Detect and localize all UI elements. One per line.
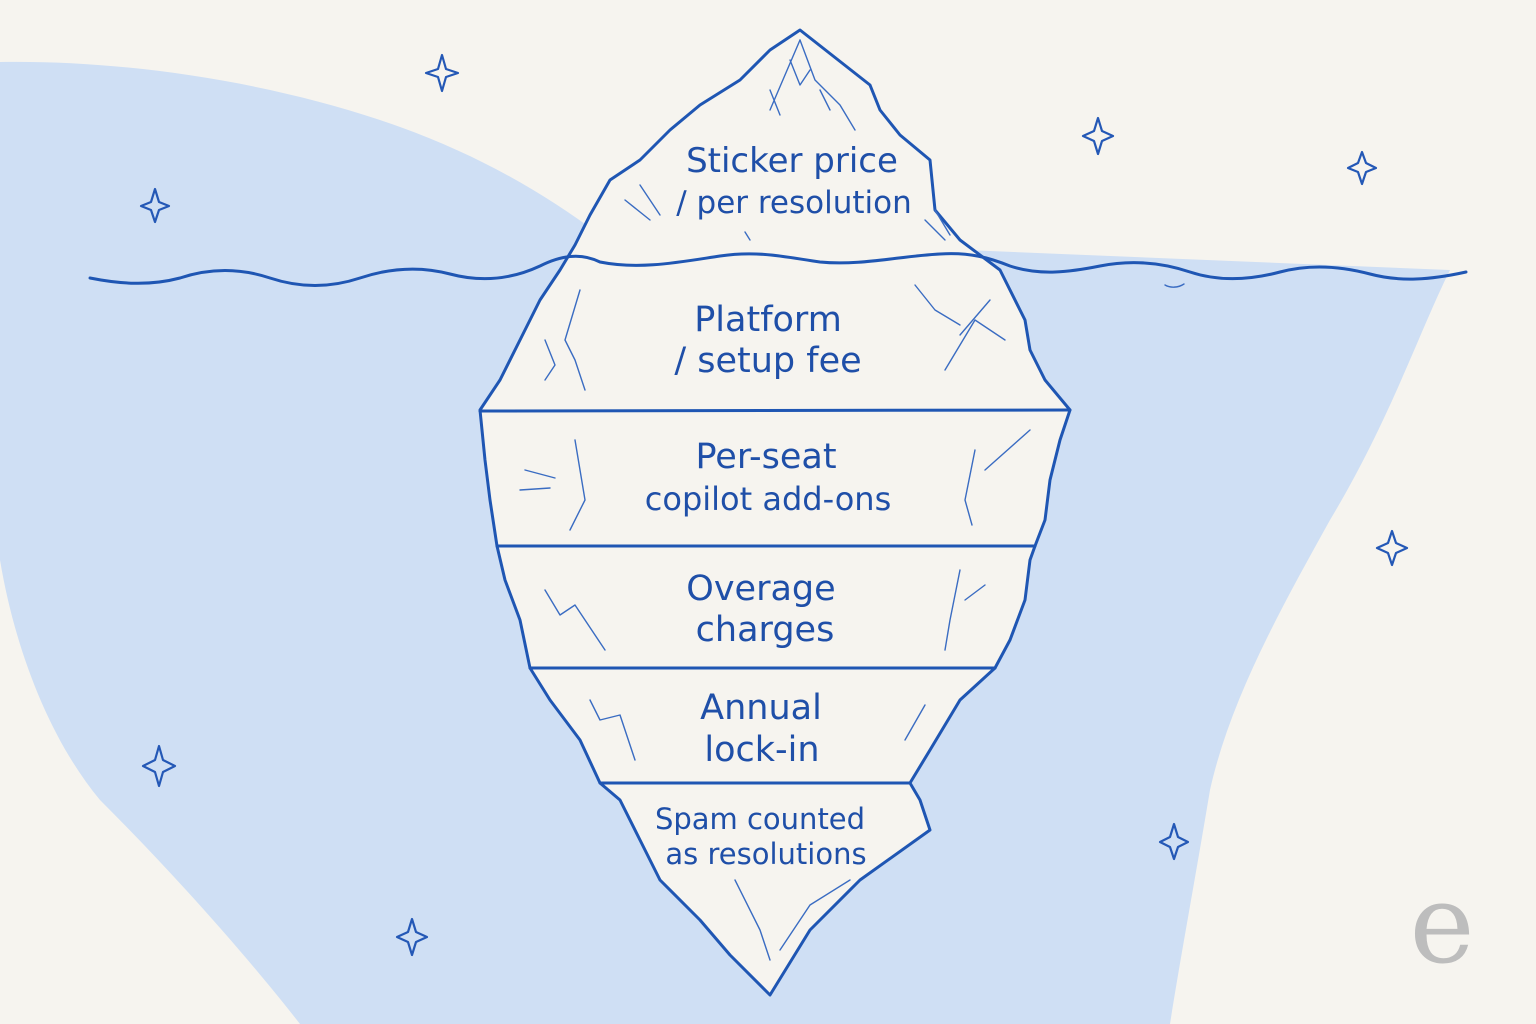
sparkle-icon <box>1346 150 1378 186</box>
iceberg-body <box>480 30 1070 995</box>
layer-2-line-2: copilot add-ons <box>645 480 891 518</box>
layer-label-platform: Platform / setup fee <box>674 300 861 381</box>
tip-label-line-2: / per resolution <box>676 185 912 221</box>
layer-3-line-2: charges <box>696 610 835 650</box>
sparkle-icon <box>1081 116 1115 156</box>
layer-2-line-1: Per-seat <box>695 437 836 477</box>
sparkle-icon <box>141 744 177 788</box>
sparkle-icon <box>1158 822 1190 861</box>
layer-4-line-2: lock-in <box>704 730 819 770</box>
water-ripple <box>1164 283 1185 288</box>
layer-4-line-1: Annual <box>700 688 822 728</box>
sparkle-icon <box>139 187 171 224</box>
sparkle-icon <box>395 917 429 957</box>
tip-label-line-1: Sticker price <box>686 141 898 181</box>
layer-3-line-1: Overage <box>686 569 835 609</box>
layer-1-line-1: Platform <box>694 300 842 340</box>
tip-label: Sticker price / per resolution <box>676 141 912 221</box>
layer-1-line-2: / setup fee <box>674 341 861 381</box>
layer-label-per-seat: Per-seat copilot add-ons <box>645 437 891 518</box>
watermark-logo: e <box>1409 860 1474 988</box>
waterline <box>88 252 1468 287</box>
layer-5-line-1: Spam counted <box>655 802 865 836</box>
layer-divider-1 <box>478 408 1072 413</box>
iceberg-cracks <box>519 39 1031 961</box>
layer-5-line-2: as resolutions <box>665 837 866 871</box>
sparkle-icon <box>1375 529 1409 567</box>
layer-label-overage: Overage charges <box>686 569 835 650</box>
sparkle-icon <box>424 53 460 93</box>
layer-label-spam: Spam counted as resolutions <box>655 802 867 871</box>
iceberg-outline <box>478 28 1072 997</box>
sparkle-icons <box>139 53 1409 957</box>
layer-label-annual: Annual lock-in <box>700 688 822 770</box>
